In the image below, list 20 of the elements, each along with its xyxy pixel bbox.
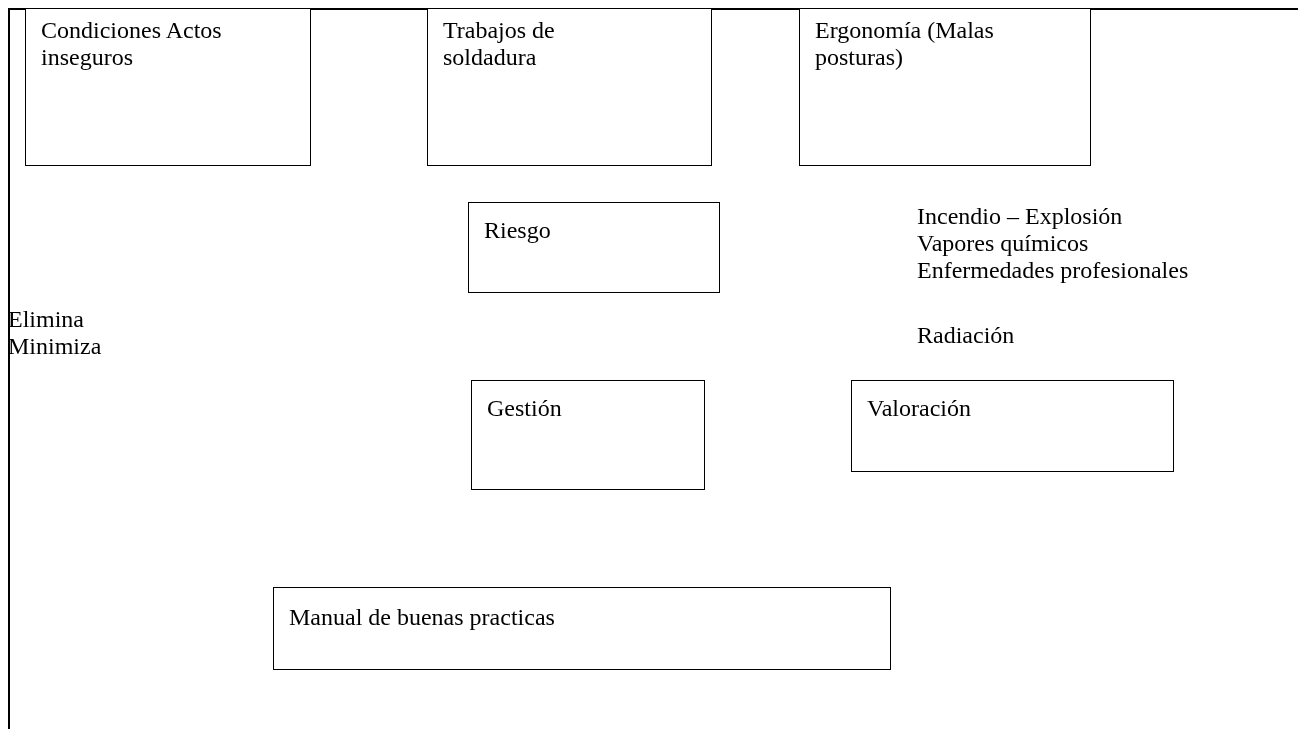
- concept-box: [273, 587, 891, 670]
- label-text: Incendio – Explosión: [917, 203, 1123, 230]
- node-text: Manual de buenas practicas: [289, 604, 556, 631]
- node-text: Condiciones Actos inseguros: [41, 17, 223, 71]
- label-text: Vapores químicos: [917, 230, 1089, 257]
- node-text: Riesgo: [484, 217, 552, 244]
- node-text: Valoración: [867, 395, 972, 422]
- node-text: Trabajos de soldadura: [443, 17, 556, 71]
- concept-box: [851, 380, 1174, 472]
- label-text: Enfermedades profesionales: [917, 257, 1189, 284]
- concept-box: [468, 202, 720, 293]
- node-text: Ergonomía (Malas posturas): [815, 17, 995, 71]
- label-text: Radiación: [917, 322, 1015, 349]
- concept-box: [799, 8, 1091, 166]
- concept-box: [25, 8, 311, 166]
- concept-box: [427, 8, 712, 166]
- label-text: Elimina: [8, 306, 84, 333]
- label-text: Minimiza: [8, 333, 102, 360]
- node-text: Gestión: [487, 395, 563, 422]
- concept-box: [471, 380, 705, 490]
